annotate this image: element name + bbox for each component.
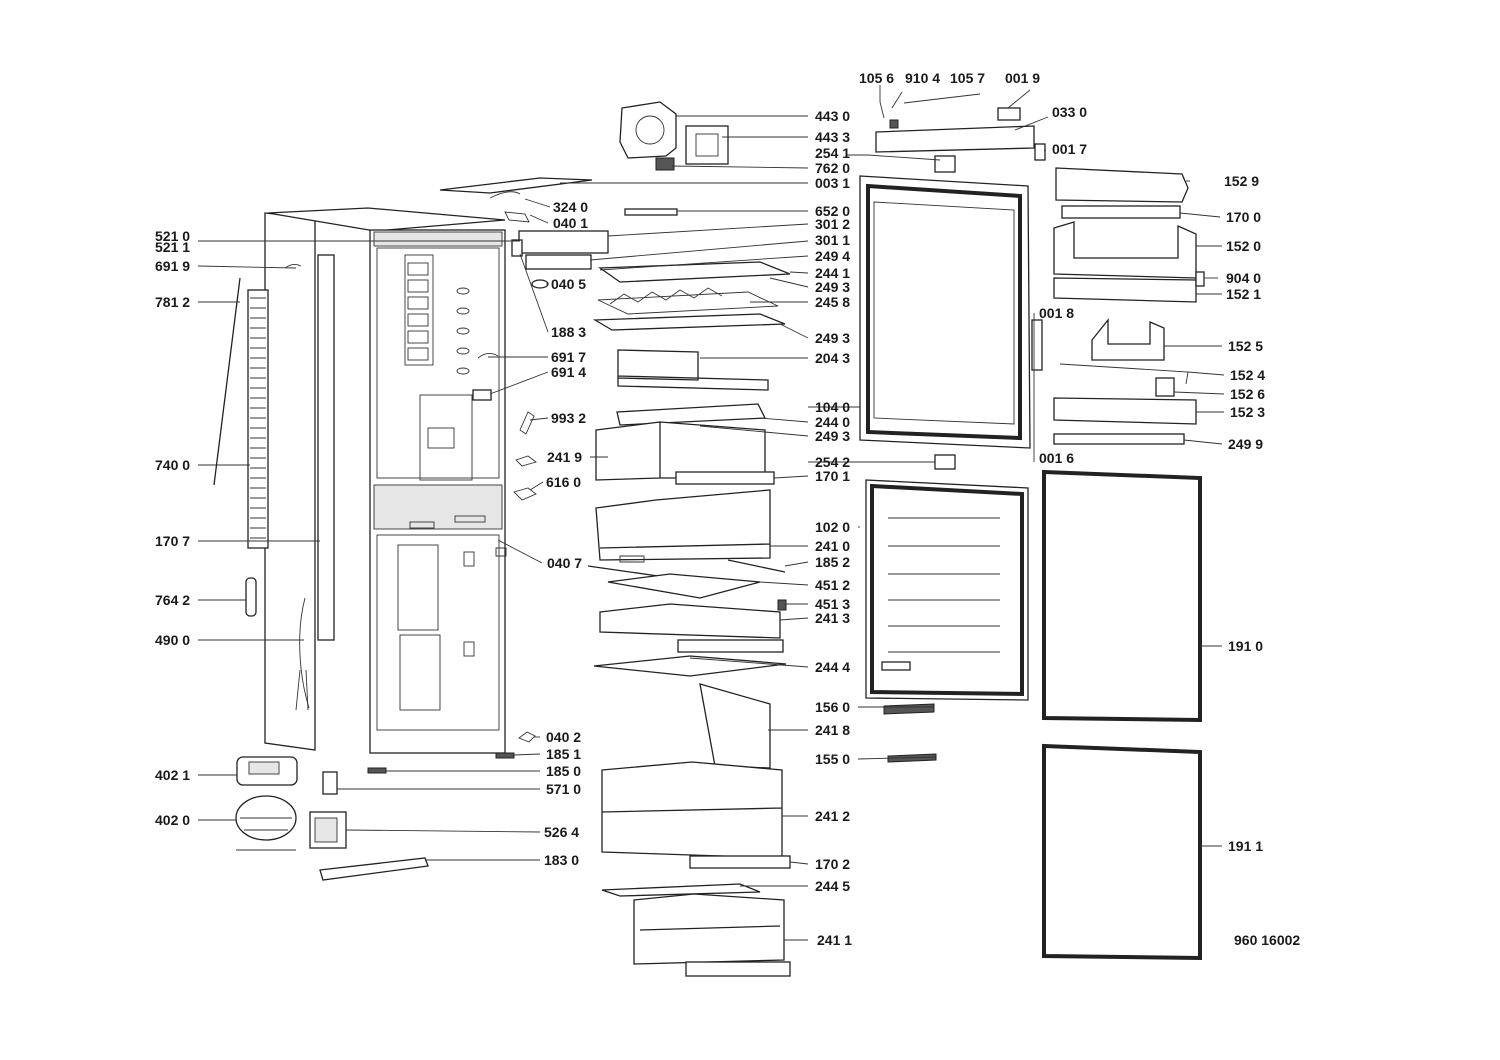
part-label: 105 7	[950, 70, 985, 86]
part-label: 152 4	[1230, 367, 1265, 383]
fridge-door	[859, 107, 1046, 470]
part-label: 170 2	[815, 856, 850, 872]
part-label: 249 3	[815, 330, 850, 346]
part-label: 170 7	[155, 533, 190, 549]
part-label: 443 3	[815, 129, 850, 145]
part-label: 003 1	[815, 175, 850, 191]
compressor-group	[235, 731, 536, 881]
part-label: 402 0	[155, 812, 190, 828]
part-label: 762 0	[815, 160, 850, 176]
part-label: 033 0	[1052, 104, 1087, 120]
part-label: 241 0	[815, 538, 850, 554]
door-balconies	[1053, 167, 1205, 445]
part-label: 102 0	[815, 519, 850, 535]
part-label: 301 2	[815, 216, 850, 232]
part-label: 245 8	[815, 294, 850, 310]
part-label: 490 0	[155, 632, 190, 648]
part-label: 764 2	[155, 592, 190, 608]
part-label: 040 2	[546, 729, 581, 745]
part-label: 241 8	[815, 722, 850, 738]
part-label: 910 4	[905, 70, 940, 86]
part-label: 191 0	[1228, 638, 1263, 654]
part-label: 571 0	[546, 781, 581, 797]
door-gaskets	[1042, 469, 1202, 961]
rear-condenser	[247, 289, 269, 549]
part-label: 616 0	[546, 474, 581, 490]
part-label: 443 0	[815, 108, 850, 124]
part-label: 241 9	[547, 449, 582, 465]
part-label: 170 1	[815, 468, 850, 484]
part-label: 001 7	[1052, 141, 1087, 157]
part-label: 781 2	[155, 294, 190, 310]
part-label: 241 2	[815, 808, 850, 824]
part-label: 691 7	[551, 349, 586, 365]
part-label: 001 8	[1039, 305, 1074, 321]
part-label: 241 3	[815, 610, 850, 626]
part-label: 244 5	[815, 878, 850, 894]
part-label: 001 9	[1005, 70, 1040, 86]
part-label: 324 0	[553, 199, 588, 215]
part-label: 244 0	[815, 414, 850, 430]
part-label: 249 9	[1228, 436, 1263, 452]
part-label: 105 6	[859, 70, 894, 86]
part-label: 185 1	[546, 746, 581, 762]
part-label: 040 5	[551, 276, 586, 292]
part-label: 521 1	[155, 239, 190, 255]
part-label: 104 0	[815, 399, 850, 415]
part-label: 993 2	[551, 410, 586, 426]
part-label: 521 0	[155, 228, 190, 244]
part-label: 152 1	[1226, 286, 1261, 302]
cabinet	[213, 207, 506, 754]
freezer-door	[865, 479, 1029, 763]
part-label: 691 4	[551, 364, 586, 380]
part-label: 156 0	[815, 699, 850, 715]
part-label: 241 1	[817, 932, 852, 948]
part-label: 185 0	[546, 763, 581, 779]
leader-lines	[197, 85, 1225, 941]
part-label: 152 3	[1230, 404, 1265, 420]
part-label: 155 0	[815, 751, 850, 767]
part-label: 040 7	[547, 555, 582, 571]
part-label: 191 1	[1228, 838, 1263, 854]
part-label: 691 9	[155, 258, 190, 274]
part-label: 040 1	[553, 215, 588, 231]
part-label: 451 2	[815, 577, 850, 593]
part-label: 244 1	[815, 265, 850, 281]
part-label: 152 0	[1226, 238, 1261, 254]
part-label: 451 3	[815, 596, 850, 612]
part-label: 152 9	[1224, 173, 1259, 189]
document-number: 960 16002	[1234, 932, 1300, 948]
small-parts-top	[284, 177, 678, 557]
part-label: 152 5	[1228, 338, 1263, 354]
shelves-and-drawers	[587, 101, 791, 977]
part-label: 402 1	[155, 767, 190, 783]
part-label: 740 0	[155, 457, 190, 473]
part-label: 170 0	[1226, 209, 1261, 225]
part-label: 249 4	[815, 248, 850, 264]
part-label: 001 6	[1039, 450, 1074, 466]
part-label: 301 1	[815, 232, 850, 248]
part-label: 188 3	[551, 324, 586, 340]
part-label: 254 2	[815, 454, 850, 470]
part-label: 904 0	[1226, 270, 1261, 286]
part-labels: 105 6 910 4 105 7 001 9 033 0 443 0 443 …	[155, 70, 1265, 948]
part-label: 652 0	[815, 203, 850, 219]
part-label: 249 3	[815, 428, 850, 444]
part-label: 526 4	[544, 824, 579, 840]
part-label: 254 1	[815, 145, 850, 161]
part-label: 183 0	[544, 852, 579, 868]
part-label: 204 3	[815, 350, 850, 366]
part-label: 244 4	[815, 659, 850, 675]
part-label: 185 2	[815, 554, 850, 570]
fan-assembly	[619, 101, 729, 171]
part-label: 152 6	[1230, 386, 1265, 402]
part-label: 249 3	[815, 279, 850, 295]
